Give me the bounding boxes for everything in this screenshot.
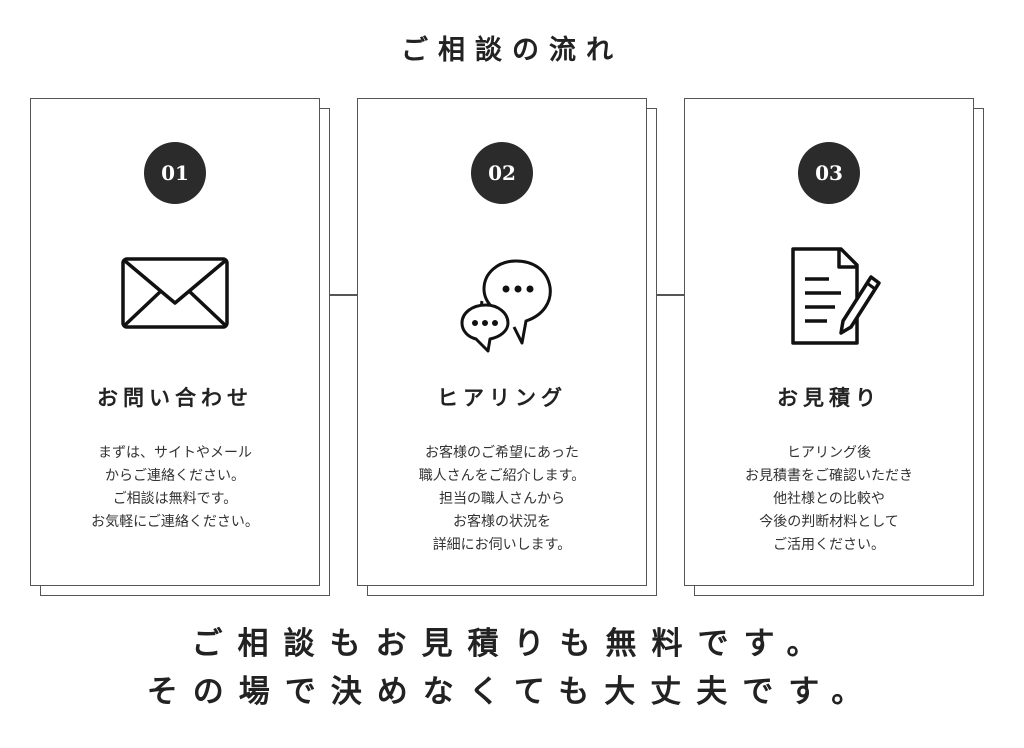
document-pen-icon bbox=[791, 247, 881, 345]
description-line: お客様の状況を bbox=[453, 514, 551, 530]
description-line: ヒアリング後 bbox=[787, 445, 871, 461]
footer-message-line-2: その場で決めなくても大丈夫です。 bbox=[146, 674, 878, 710]
connector-line bbox=[320, 294, 357, 296]
step-description: まずは、サイトやメール からご連絡ください。 ご相談は無料です。 お気軽にご連絡… bbox=[31, 442, 319, 534]
envelope-icon bbox=[121, 257, 229, 329]
description-line: 詳細にお伺いします。 bbox=[432, 537, 572, 553]
step-description: お客様のご希望にあった 職人さんをご紹介します。 担当の職人さんから お客様の状… bbox=[358, 442, 646, 557]
description-line: お見積書をご確認いただき bbox=[745, 468, 913, 484]
description-line: からご連絡ください。 bbox=[105, 468, 245, 484]
description-line: 他社様との比較や bbox=[773, 491, 885, 507]
description-line: お気軽にご連絡ください。 bbox=[91, 514, 259, 530]
section-title: ご相談の流れ bbox=[401, 35, 623, 66]
step-title: お見積り bbox=[777, 385, 881, 410]
step-title: お問い合わせ bbox=[97, 385, 253, 410]
description-line: ご相談は無料です。 bbox=[112, 491, 238, 507]
description-line: ご活用ください。 bbox=[773, 537, 885, 553]
speech-bubbles-icon bbox=[460, 259, 552, 353]
footer-message-line-1: ご相談もお見積りも無料です。 bbox=[191, 626, 833, 662]
step-description: ヒアリング後 お見積書をご確認いただき 他社様との比較や 今後の判断材料として … bbox=[685, 442, 973, 557]
step-number-badge: 03 bbox=[798, 142, 860, 204]
description-line: お客様のご希望にあった bbox=[425, 445, 579, 461]
connector-line bbox=[647, 294, 684, 296]
step-number-badge: 01 bbox=[144, 142, 206, 204]
step-card-3: 03 お見積り ヒアリング後 お見積書をご確認いただき 他社様との比較や 今後の… bbox=[684, 98, 984, 596]
step-card-1: 01 お問い合わせ まずは、サイトやメール からご連絡ください。 ご相談は無料で… bbox=[30, 98, 330, 596]
step-card-2: 02 ヒアリング お客様のご希望にあった 職人さんをご紹介します。 担当の職人さ… bbox=[357, 98, 657, 596]
description-line: 担当の職人さんから bbox=[439, 491, 565, 507]
description-line: まずは、サイトやメール bbox=[98, 445, 252, 461]
description-line: 今後の判断材料として bbox=[759, 514, 899, 530]
step-number-badge: 02 bbox=[471, 142, 533, 204]
step-title: ヒアリング bbox=[437, 385, 567, 410]
description-line: 職人さんをご紹介します。 bbox=[418, 468, 586, 484]
